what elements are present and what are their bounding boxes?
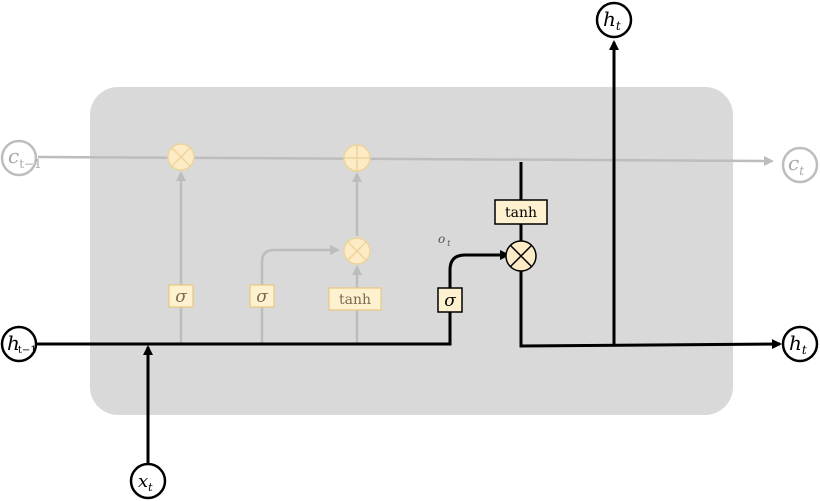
faded-paths [37,155,774,343]
input-gate: σ [249,284,275,308]
ot-sub: t [447,239,451,248]
candidate-gate-label: tanh [339,292,371,308]
h-prev-path [36,312,452,346]
c-next-sub: t [799,164,804,178]
input-gate-path [260,245,340,343]
cell-tanh-gate: tanh [494,199,548,225]
x-input-node: xt [129,462,167,500]
forget-gate-label: σ [175,287,187,307]
input-multiply-icon [343,237,371,265]
candidate-gate: tanh [328,287,382,311]
input-gate-label: σ [256,287,268,307]
h-prev-node: ht−1 [0,325,38,363]
h-top-node: ht [595,1,633,39]
output-gate-label: σ [444,291,456,311]
c-prev-node: ct−1 [0,139,42,177]
h-right-sub: t [802,343,807,357]
c-prev-sub: t−1 [19,157,42,171]
ot-main: o [438,232,445,246]
output-gate: σ [437,287,463,313]
active-paths [36,40,782,465]
svg-text:ct: ct [788,151,804,178]
h-out-path [519,270,782,350]
forget-gate: σ [168,284,194,308]
output-gate-path [448,250,510,288]
c-next-node: ct [781,146,819,184]
cell-state-line [37,155,774,166]
x-sub: t [148,481,153,494]
output-multiply-icon [505,240,537,272]
svg-text:ht−1: ht−1 [7,331,37,356]
h-prev-sub: t−1 [18,345,37,356]
svg-text:ht: ht [789,331,807,357]
h-top-main: h [603,7,616,31]
h-top-sub: t [616,19,621,33]
cell-tanh-label: tanh [505,205,537,221]
x-main: x [138,471,148,492]
c-prev-main: c [8,144,19,168]
cell-add-icon [343,144,371,172]
h-right-main: h [789,331,802,355]
svg-text:ct−1: ct−1 [8,144,42,171]
forget-multiply-icon [167,143,195,171]
svg-text:xt: xt [138,471,153,494]
lstm-cell-box [90,87,733,415]
h-right-node: ht [781,325,819,363]
c-next-main: c [788,151,799,175]
h-prev-main: h [7,331,20,355]
svg-text:ht: ht [603,7,621,33]
